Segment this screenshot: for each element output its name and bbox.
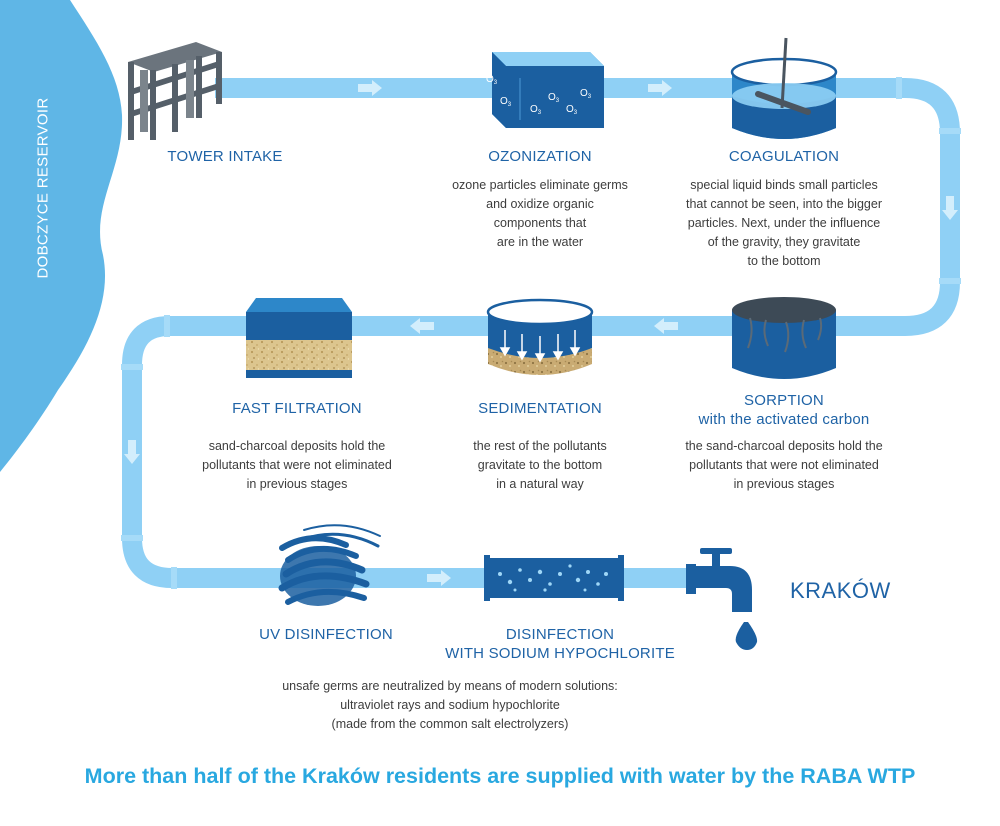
arrow-right-icon [648,80,672,96]
arrow-left-icon [654,318,678,334]
arrow-right-icon [358,80,382,96]
tower-intake-icon [128,42,222,140]
footer-banner: More than half of the Kraków residents a… [84,764,916,788]
water-tap-icon [686,548,758,650]
arrow-down-icon [942,196,958,220]
reservoir-shape [0,0,123,472]
sedimentation-title: SEDIMENTATION [478,400,602,417]
settling-arrows [499,330,581,363]
ozone-label: O3 [580,88,592,100]
pipe-network [122,78,960,588]
fast-filtration-description: sand-charcoal deposits hold the pollutan… [202,439,392,491]
sedimentation-icon [486,298,594,375]
ozonization-title: OZONIZATION [488,148,592,165]
uv-disinfection-title: UV DISINFECTION [259,626,393,643]
hypochlorite-subtitle: WITH SODIUM HYPOCHLORITE [445,645,675,662]
ozone-label: O3 [548,92,560,104]
pipe-top [122,78,960,588]
sedimentation-description: the rest of the pollutants gravitate to … [473,439,607,491]
sorption-title: SORPTION [744,392,824,409]
sorption-icon [732,297,836,379]
coagulation-title: COAGULATION [728,148,840,165]
uv-disinfection-icon [278,524,381,606]
arrow-down-icon [124,440,140,464]
ozone-label: O3 [486,74,498,86]
fast-filtration-title: FAST FILTRATION [232,400,362,417]
bubbles [498,564,608,592]
ozone-label: O3 [500,96,512,108]
ozone-molecule-labels: O3 O3 O3 O3 O3 O3 [486,74,592,116]
arrow-left-icon [410,318,434,334]
ozone-label: O3 [566,104,578,116]
pipe-joints [121,77,961,589]
ozonization-description: ozone particles eliminate germs and oxid… [452,178,628,249]
flow-arrows [124,80,958,586]
hypochlorite-title: DISINFECTION [505,626,615,643]
fast-filtration-icon [246,298,352,378]
tower-intake-title: TOWER INTAKE [167,148,283,165]
sorption-subtitle: with the activated carbon [698,411,870,428]
coagulation-description: special liquid binds small particles tha… [686,178,882,268]
coagulation-icon [730,37,838,139]
water-drop-icon [735,622,758,650]
hypochlorite-tube-icon [484,555,624,601]
disinfection-description: unsafe germs are neutralized by means of… [282,679,618,731]
ozone-label: O3 [530,104,542,116]
city-label: KRAKÓW [790,578,891,603]
ozonization-icon: O3 O3 O3 O3 O3 O3 [486,52,604,128]
arrow-right-icon [427,570,451,586]
sorption-description: the sand-charcoal deposits hold the poll… [685,439,883,491]
